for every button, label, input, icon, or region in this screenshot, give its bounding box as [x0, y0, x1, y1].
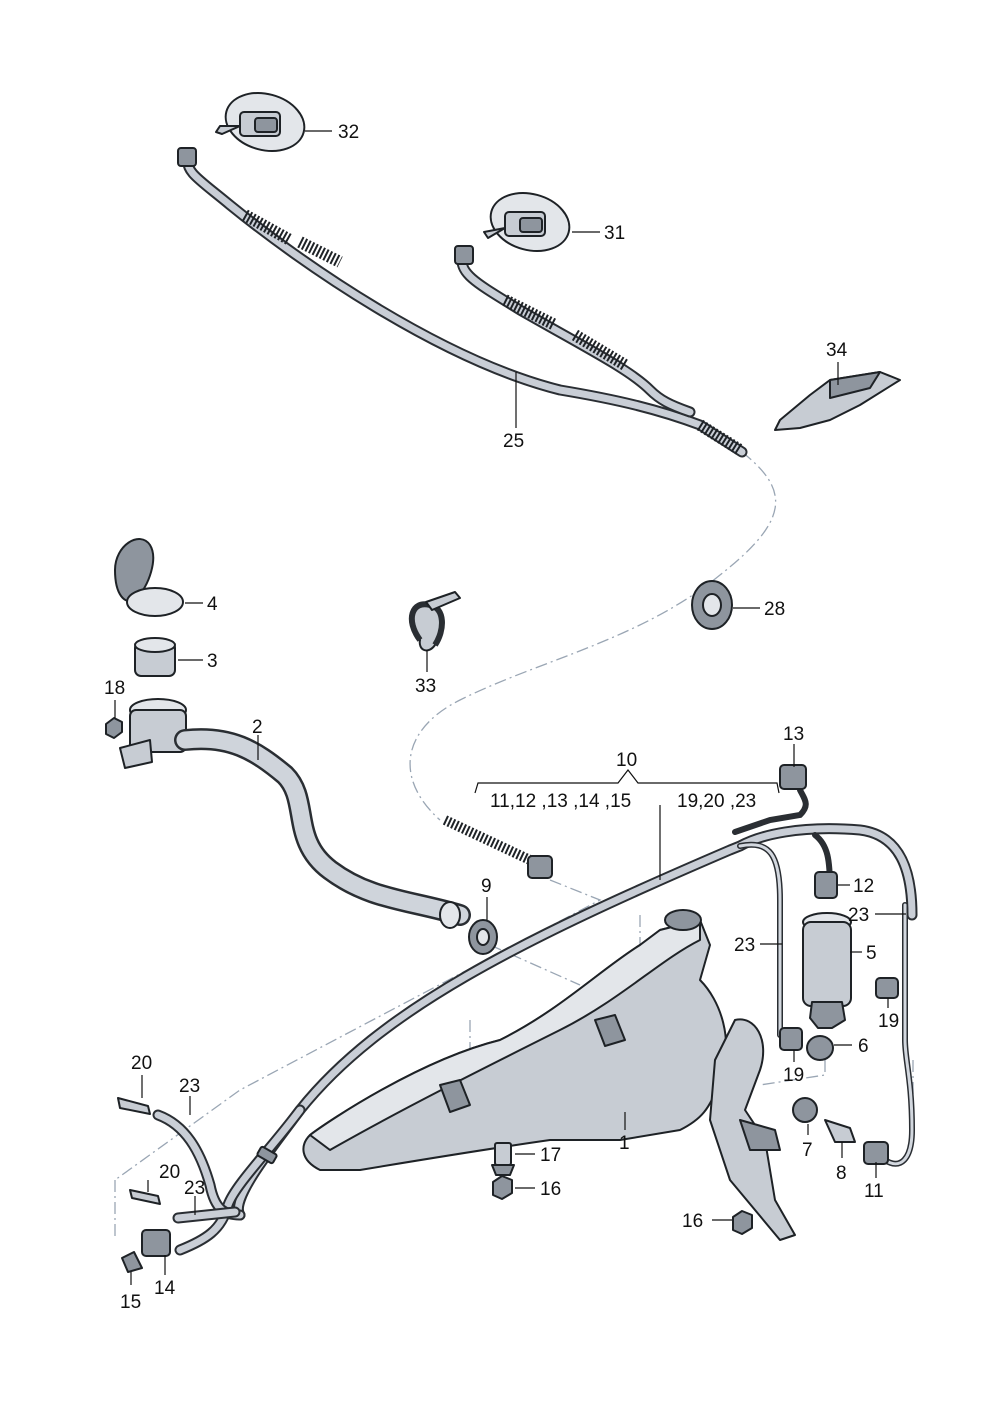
label-2[interactable]: 2: [252, 717, 263, 738]
nut-16-left[interactable]: [492, 1175, 513, 1200]
label-1[interactable]: 1: [619, 1133, 630, 1154]
label-28[interactable]: 28: [764, 599, 785, 620]
label-31[interactable]: 31: [604, 223, 625, 244]
filler-neck-3[interactable]: [134, 637, 176, 677]
level-sensor-8[interactable]: [824, 1119, 856, 1143]
connector-11[interactable]: [863, 1141, 889, 1165]
hose-connector[interactable]: [442, 815, 553, 879]
leader-lines: [114, 130, 906, 1285]
connector-13[interactable]: [779, 764, 807, 790]
connector-20-upper[interactable]: [117, 1097, 151, 1115]
label-25[interactable]: 25: [503, 431, 524, 452]
connector-14[interactable]: [141, 1229, 171, 1257]
label-23-upper[interactable]: 23: [179, 1076, 200, 1097]
connector-19-right[interactable]: [875, 977, 899, 999]
label-33[interactable]: 33: [415, 676, 436, 697]
label-16-left[interactable]: 16: [540, 1179, 561, 1200]
washer-reservoir-1[interactable]: [302, 909, 796, 1241]
label-8[interactable]: 8: [836, 1163, 847, 1184]
label-7[interactable]: 7: [802, 1140, 813, 1161]
grommet-6[interactable]: [806, 1035, 834, 1061]
hose-23-lower[interactable]: [172, 1206, 241, 1224]
washer-jet-32[interactable]: [215, 85, 311, 160]
label-12[interactable]: 12: [853, 876, 874, 897]
label-6[interactable]: 6: [858, 1036, 869, 1057]
label-20-lower[interactable]: 20: [159, 1162, 180, 1183]
label-5[interactable]: 5: [866, 943, 877, 964]
washer-pump-5[interactable]: [802, 912, 852, 1029]
label-group-right[interactable]: 19,20 ,23: [677, 791, 756, 812]
label-10[interactable]: 10: [616, 750, 637, 771]
grommet-7[interactable]: [792, 1097, 818, 1123]
nut-16-right[interactable]: [732, 1210, 753, 1235]
clip-15[interactable]: [121, 1251, 143, 1273]
filler-pipe-2[interactable]: [119, 698, 471, 929]
cable-tie-33[interactable]: [408, 591, 461, 652]
label-23-right[interactable]: 23: [848, 905, 869, 926]
label-4[interactable]: 4: [207, 594, 218, 615]
connector-19-left[interactable]: [779, 1027, 803, 1051]
hose-harness-10[interactable]: [174, 787, 918, 1256]
bolt-17[interactable]: [491, 1142, 515, 1176]
label-17[interactable]: 17: [540, 1145, 561, 1166]
label-34[interactable]: 34: [826, 340, 848, 361]
label-group-left[interactable]: 11,12 ,13 ,14 ,15: [490, 791, 631, 812]
label-32[interactable]: 32: [338, 122, 359, 143]
grommet-9[interactable]: [468, 919, 498, 955]
label-3[interactable]: 3: [207, 651, 218, 672]
nut-18[interactable]: [105, 717, 123, 739]
grommet-28[interactable]: [691, 580, 733, 630]
label-19-left[interactable]: 19: [783, 1065, 804, 1086]
label-20-upper[interactable]: 20: [131, 1053, 152, 1074]
label-15[interactable]: 15: [120, 1292, 141, 1313]
part-labels: 32 31 34 25 28 33 4 3 18 2 13 10 11,12 ,…: [104, 122, 899, 1313]
connector-20-lower[interactable]: [129, 1189, 161, 1205]
label-23-mid[interactable]: 23: [734, 935, 755, 956]
bracket-34[interactable]: [774, 371, 901, 431]
label-13[interactable]: 13: [783, 724, 804, 745]
washer-jet-31[interactable]: [483, 185, 576, 260]
label-9[interactable]: 9: [481, 876, 492, 897]
label-23-lower[interactable]: 23: [184, 1178, 205, 1199]
label-18[interactable]: 18: [104, 678, 125, 699]
label-16-right[interactable]: 16: [682, 1211, 703, 1232]
label-11[interactable]: 11: [864, 1181, 884, 1202]
filler-cap-4[interactable]: [114, 538, 184, 617]
connector-12[interactable]: [814, 871, 838, 899]
label-14[interactable]: 14: [154, 1278, 176, 1299]
label-19-right[interactable]: 19: [878, 1011, 899, 1032]
hose-assembly-25[interactable]: [177, 147, 748, 458]
